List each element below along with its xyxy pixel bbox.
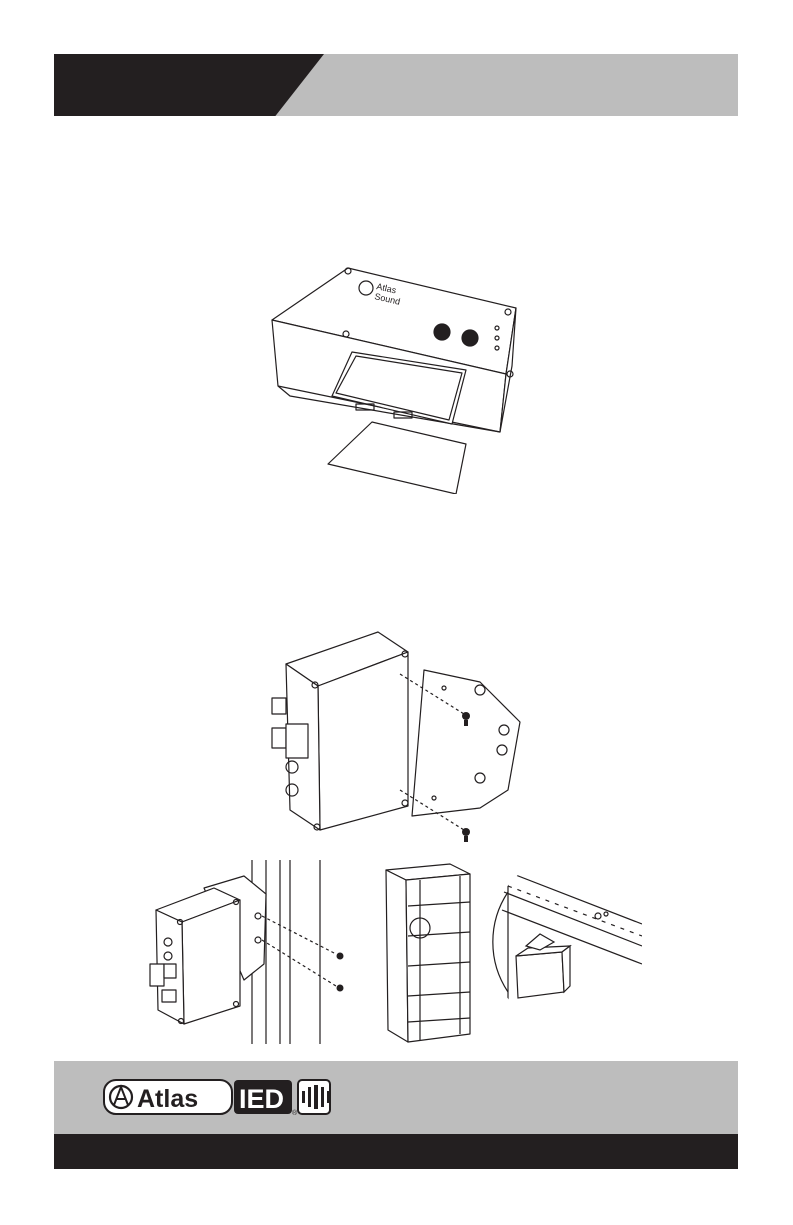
bracket-mounting-illustration — [268, 630, 530, 842]
rack-cabinet-illustration — [380, 862, 480, 1044]
brand-atlas-text: Atlas — [137, 1085, 198, 1113]
rack-rail-mounting-illustration — [148, 860, 360, 1044]
footer-strip — [54, 1134, 738, 1169]
brand-ied-text: IED — [239, 1084, 284, 1114]
enclosure-window-illustration: Atlas Sound — [260, 262, 530, 494]
atlasied-logo: Atlas IED ® — [103, 1077, 333, 1117]
rail-detail-illustration — [478, 862, 642, 1022]
